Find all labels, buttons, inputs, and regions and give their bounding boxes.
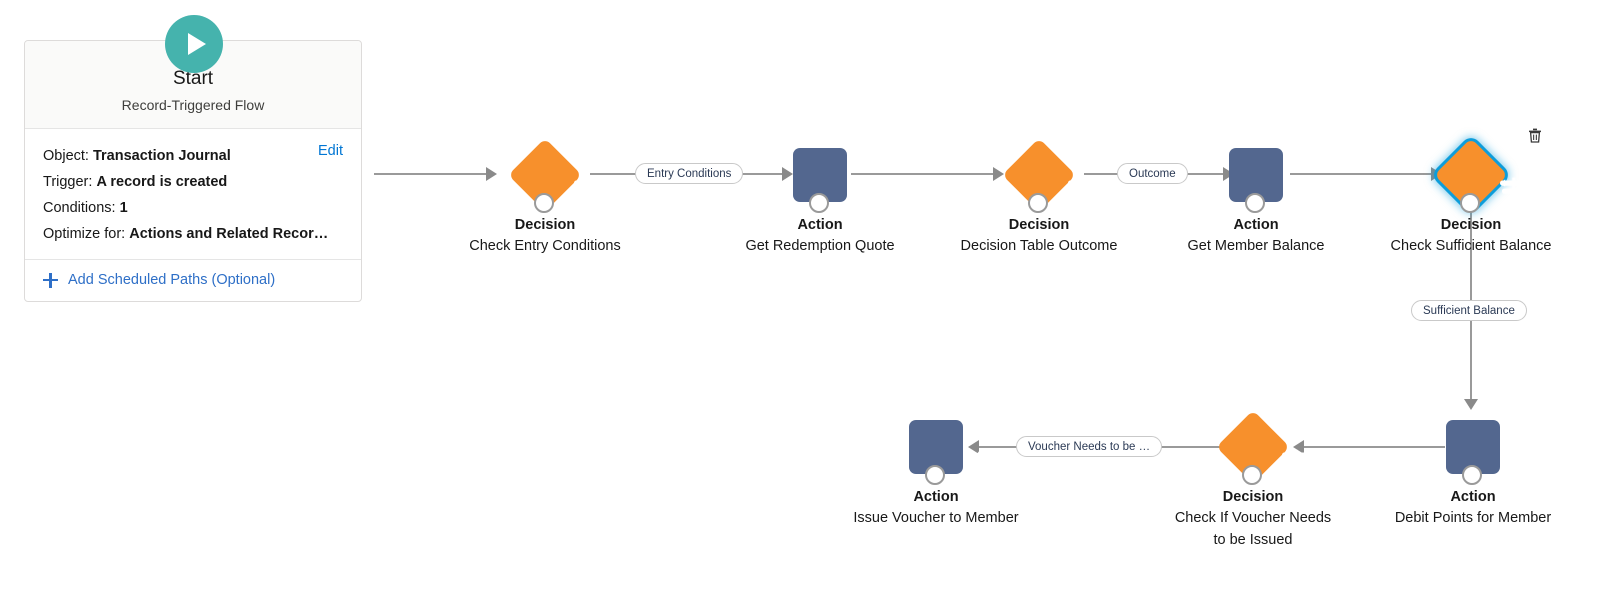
start-subtitle: Record-Triggered Flow <box>121 97 265 113</box>
node-type-label: Decision <box>514 217 576 233</box>
node-name-label: Check Sufficient Balance <box>1390 238 1552 254</box>
node-connector-handle[interactable] <box>1242 465 1262 485</box>
node-shape[interactable] <box>735 140 905 213</box>
start-field-object-value: Transaction Journal <box>92 148 231 164</box>
connector-label-entry-conditions[interactable]: Entry Conditions <box>635 163 744 184</box>
connector-redemption-to-decision-table[interactable] <box>851 167 1004 181</box>
node-connector-handle[interactable] <box>925 465 945 485</box>
connector-label-outcome[interactable]: Outcome <box>1117 163 1188 184</box>
node-type-label: Action <box>913 489 959 505</box>
node-shape[interactable] <box>851 412 1021 485</box>
node-name-label: Get Member Balance <box>1187 238 1325 254</box>
node-connector-handle[interactable] <box>1245 193 1265 213</box>
node-connector-handle[interactable] <box>534 193 554 213</box>
node-name-label: Check If Voucher Needs to be Issued <box>1174 510 1332 548</box>
node-shape[interactable] <box>460 138 630 213</box>
start-node-body: Object: Transaction Journal Trigger: A r… <box>25 129 361 259</box>
node-type-label: Action <box>1233 217 1279 233</box>
edit-start-link[interactable]: Edit <box>318 143 343 159</box>
start-node-card[interactable]: Start Record-Triggered Flow Object: Tran… <box>24 15 362 302</box>
connector-start-to-check-entry[interactable] <box>374 167 500 181</box>
start-field-trigger-label: Trigger: <box>43 174 93 190</box>
start-field-object: Object: Transaction Journal <box>43 143 343 169</box>
delete-node-icon[interactable] <box>1528 128 1542 143</box>
start-field-conditions-label: Conditions: <box>43 200 116 216</box>
connector-label-sufficient-balance[interactable]: Sufficient Balance <box>1411 300 1527 321</box>
node-type-label: Decision <box>1440 217 1502 233</box>
connector-label-voucher-needs[interactable]: Voucher Needs to be … <box>1016 436 1163 457</box>
node-connector-handle[interactable] <box>809 193 829 213</box>
node-type-label: Action <box>1450 489 1496 505</box>
node-name-label: Debit Points for Member <box>1394 510 1552 526</box>
start-field-trigger-value: A record is created <box>96 174 228 190</box>
start-field-conditions-value: 1 <box>119 200 128 216</box>
node-connector-handle[interactable] <box>1462 465 1482 485</box>
connector-check-entry-to-redemption[interactable]: Entry Conditions <box>590 163 793 184</box>
plus-icon <box>43 272 58 288</box>
node-type-label: Decision <box>1008 217 1070 233</box>
node-shape[interactable] <box>1171 140 1341 213</box>
node-name-label: Get Redemption Quote <box>745 238 895 254</box>
start-field-optimize-label: Optimize for: <box>43 226 126 242</box>
node-connector-handle[interactable] <box>1460 193 1480 213</box>
node-name-label: Issue Voucher to Member <box>853 510 1019 526</box>
start-field-conditions: Conditions: 1 <box>43 195 343 221</box>
node-shape[interactable] <box>1388 412 1558 485</box>
start-field-object-label: Object: <box>43 148 89 164</box>
node-name-label: Check Entry Conditions <box>469 238 621 254</box>
node-shape[interactable] <box>1168 410 1338 485</box>
add-scheduled-paths-label: Add Scheduled Paths (Optional) <box>68 272 276 288</box>
start-field-optimize-value: Actions and Related Recor… <box>129 226 329 242</box>
connector-sufficient-to-debit-points[interactable]: Sufficient Balance <box>1411 205 1527 410</box>
start-field-optimize: Optimize for: Actions and Related Recor… <box>43 221 343 247</box>
play-icon <box>165 15 223 73</box>
node-name-label: Decision Table Outcome <box>960 238 1118 254</box>
node-shape[interactable] <box>954 138 1124 213</box>
node-shape[interactable] <box>1386 128 1556 213</box>
add-scheduled-paths-button[interactable]: Add Scheduled Paths (Optional) <box>25 259 361 301</box>
node-connector-handle[interactable] <box>1028 193 1048 213</box>
node-type-label: Decision <box>1222 489 1284 505</box>
start-field-trigger: Trigger: A record is created <box>43 169 343 195</box>
start-title: Start <box>172 68 214 89</box>
connector-decision-table-to-member-balance[interactable]: Outcome <box>1084 163 1234 184</box>
node-type-label: Action <box>797 217 843 233</box>
